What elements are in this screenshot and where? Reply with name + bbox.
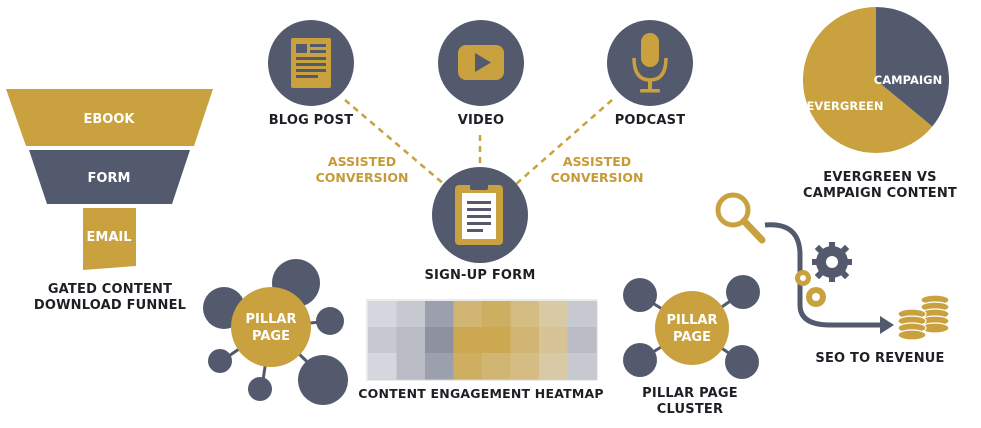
- signup-node: [432, 167, 528, 263]
- heatmap-cell: [453, 353, 483, 380]
- funnel-stage-form: [29, 150, 190, 204]
- channel-label-blog-post: BLOG POST: [268, 113, 354, 128]
- heatmap-cell: [396, 301, 426, 328]
- gear-icon: [795, 270, 826, 307]
- seo-flow: [715, 192, 950, 341]
- funnel-stage-ebook: [6, 89, 213, 146]
- engagement-heatmap: [366, 299, 598, 381]
- video-node: [438, 20, 524, 106]
- funnel-stage-label: FORM: [88, 171, 131, 186]
- channel-label-video: VIDEO: [457, 113, 505, 128]
- seo-caption: SEO TO REVENUE: [815, 351, 945, 366]
- evergreen-campaign-pie: CAMPAIGN EVERGREEN: [802, 7, 949, 153]
- assisted-conversion-right: ASSISTED CONVERSION: [550, 154, 644, 185]
- heatmap-cell: [425, 327, 454, 354]
- heatmap-cell: [482, 327, 511, 354]
- heatmap-cell: [368, 301, 397, 328]
- pillar-cluster-caption: PILLAR PAGE CLUSTER: [642, 386, 738, 417]
- heatmap-cell: [368, 327, 397, 354]
- heatmap-cell: [425, 353, 454, 380]
- heatmap-cell: [510, 353, 540, 380]
- heatmap-caption: CONTENT ENGAGEMENT HEATMAP: [358, 386, 604, 401]
- heatmap-cell: [539, 327, 568, 354]
- heatmap-cell: [396, 327, 426, 354]
- heatmap-cell: [539, 301, 568, 328]
- gear-icon: [812, 242, 852, 282]
- heatmap-cell: [396, 353, 426, 380]
- assisted-conversion-left: ASSISTED CONVERSION: [315, 154, 409, 185]
- pillar-label-line: PILLAR: [245, 312, 296, 327]
- play-icon: [458, 45, 504, 80]
- signup-label: SIGN-UP FORM: [424, 268, 536, 283]
- pillar-right-cluster: PILLAR PAGE: [623, 275, 760, 379]
- heatmap-cell: [425, 301, 454, 328]
- document-icon: [291, 38, 331, 88]
- magnifier-icon: [715, 192, 766, 244]
- pie-slice-campaign: [876, 7, 949, 127]
- funnel-stage-label: EMAIL: [87, 230, 132, 245]
- funnel-caption: GATED CONTENT DOWNLOAD FUNNEL: [33, 282, 187, 313]
- pie-label-campaign: CAMPAIGN: [874, 73, 942, 87]
- heatmap-cell: [482, 353, 511, 380]
- blog-post-node: [268, 20, 354, 106]
- assisted-connectors: [344, 99, 613, 186]
- pie-slice-evergreen: [802, 7, 933, 153]
- heatmap-cell: [567, 327, 597, 354]
- heatmap-frame: [366, 299, 598, 381]
- coins-icon: [897, 294, 950, 341]
- pie-label-evergreen: EVERGREEN: [806, 99, 883, 113]
- podcast-node: [607, 20, 693, 106]
- heatmap-cell: [539, 353, 568, 380]
- microphone-icon: [632, 33, 668, 93]
- pillar-label-line: PILLAR: [666, 313, 717, 328]
- channel-label-podcast: PODCAST: [614, 113, 686, 128]
- heatmap-cell: [510, 301, 540, 328]
- funnel-stage-label: EBOOK: [84, 112, 136, 127]
- heatmap-cell: [453, 301, 483, 328]
- heatmap-cell: [510, 327, 540, 354]
- heatmap-cell: [368, 353, 397, 380]
- pillar-left-cluster: PILLAR PAGE: [203, 259, 348, 405]
- pie-caption: EVERGREEN VS CAMPAIGN CONTENT: [802, 170, 957, 201]
- heatmap-cell: [567, 301, 597, 328]
- heatmap-cell: [567, 353, 597, 380]
- pillar-label-line: PAGE: [673, 330, 711, 345]
- clipboard-icon: [455, 180, 503, 245]
- gated-content-funnel: EBOOK FORM EMAIL: [6, 89, 213, 270]
- pillar-label-line: PAGE: [252, 329, 290, 344]
- funnel-stage-email: [83, 208, 136, 270]
- heatmap-cell: [482, 301, 511, 328]
- heatmap-cell: [453, 327, 483, 354]
